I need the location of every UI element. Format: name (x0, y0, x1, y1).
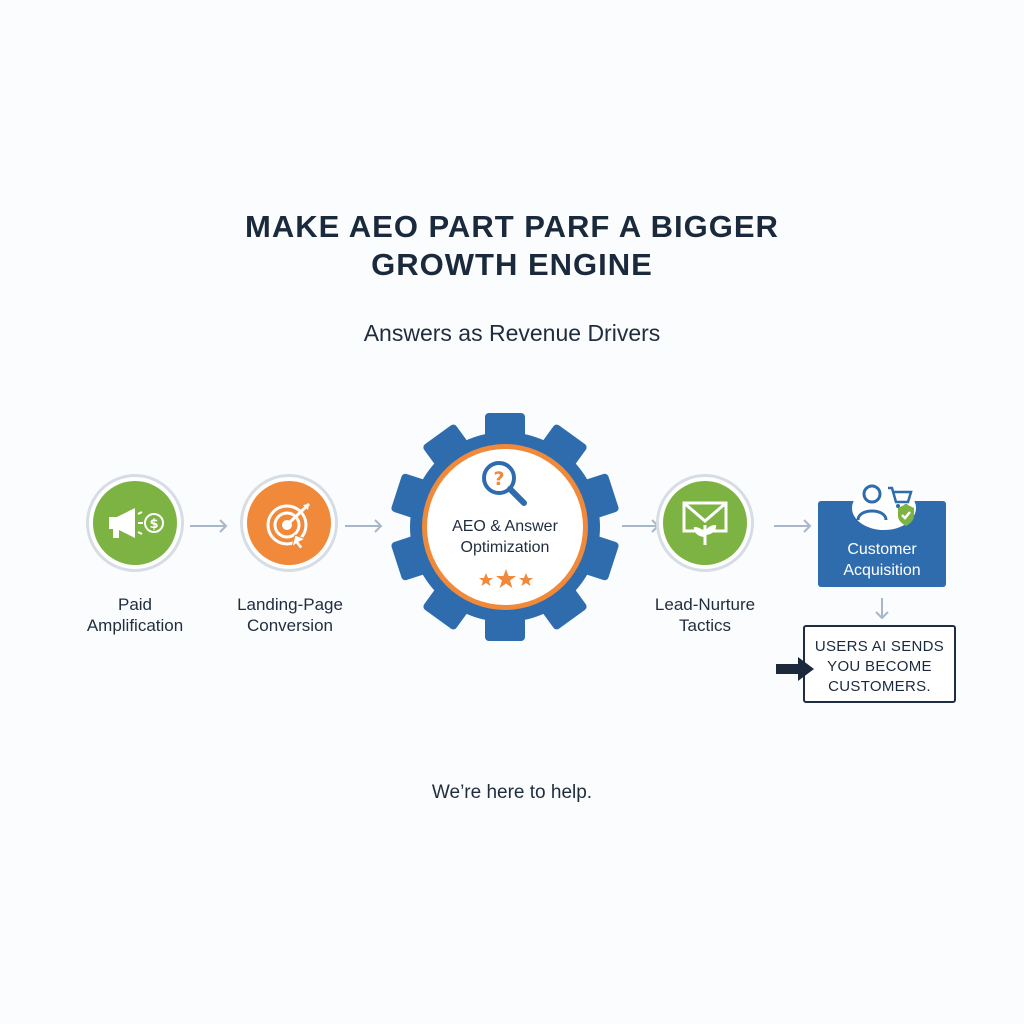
megaphone-dollar-icon: $ (109, 508, 164, 538)
target-arrow-icon (266, 502, 311, 550)
down-arrow (875, 598, 889, 620)
flow-arrow-2 (345, 519, 383, 533)
page-title: MAKE AEO PART PARF A BIGGER GROWTH ENGIN… (0, 208, 1024, 284)
step-lead-nurture-label: Lead-Nurture Tactics (654, 595, 756, 635)
step-landing-page-label: Landing-Page Conversion (237, 595, 343, 635)
subtitle: Answers as Revenue Drivers (363, 320, 661, 346)
step-landing-page-circle (240, 474, 338, 572)
stars-icon (479, 569, 533, 588)
step-lead-nurture-circle (656, 474, 754, 572)
gear-icon (391, 413, 619, 641)
flow-arrow-1 (190, 519, 228, 533)
users-callout-box: USERS AI SENDS YOU BECOME CUSTOMERS. (803, 625, 956, 703)
flow-arrow-4 (774, 519, 812, 533)
step-customer-acquisition-label: Customer Acquisition (843, 541, 921, 579)
question-magnifier-icon: ? (482, 461, 527, 506)
envelope-plant-icon (682, 501, 728, 545)
svg-text:$: $ (149, 517, 158, 532)
title-line-1: MAKE AEO PART PARF A BIGGER (245, 209, 779, 244)
svg-text:?: ? (493, 468, 504, 490)
footer-text: We’re here to help. (431, 782, 593, 803)
step-paid-amplification-label: Paid Amplification (86, 595, 184, 635)
step-paid-amplification-circle: $ (86, 474, 184, 572)
pointer-arrow-icon (776, 657, 814, 681)
title-line-2: GROWTH ENGINE (371, 247, 653, 282)
step-aeo-label: AEO & Answer Optimization (452, 518, 558, 556)
user-cart-check-icon (852, 484, 916, 530)
